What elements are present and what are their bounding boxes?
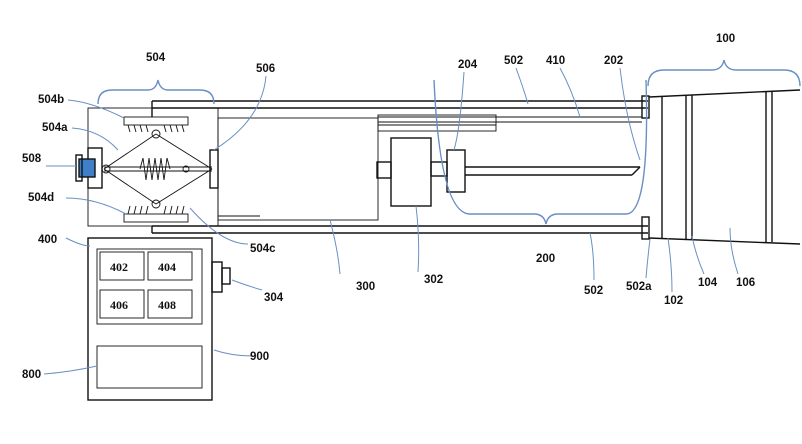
label-302: 302 <box>424 274 443 286</box>
label-400: 400 <box>38 234 57 246</box>
outer-tube-502 <box>151 95 650 240</box>
label-506: 506 <box>256 63 275 75</box>
label-104: 104 <box>698 277 718 289</box>
label-504c: 504c <box>250 243 276 255</box>
label-504d: 504d <box>28 192 54 204</box>
label-100: 100 <box>716 33 735 45</box>
actuator-508 <box>78 158 96 178</box>
label-502-top: 502 <box>504 55 523 67</box>
label-504: 504 <box>146 52 166 64</box>
scissor-mechanism-504 <box>87 107 219 227</box>
cell-406: 406 <box>110 298 128 312</box>
label-102: 102 <box>664 295 683 307</box>
rail-410 <box>377 114 642 132</box>
label-410: 410 <box>546 55 565 67</box>
control-box-900 <box>87 237 231 401</box>
label-508: 508 <box>22 153 42 165</box>
label-504a: 504a <box>42 122 68 134</box>
limb-100 <box>648 89 801 245</box>
label-300: 300 <box>356 281 375 293</box>
drive-unit-302 <box>376 137 641 207</box>
label-204: 204 <box>458 59 478 71</box>
brace-100 <box>647 59 801 87</box>
label-800: 800 <box>22 369 41 381</box>
label-502a: 502a <box>626 281 652 293</box>
label-304: 304 <box>264 292 284 304</box>
cell-404: 404 <box>158 260 176 274</box>
carriage-300 <box>217 117 379 221</box>
label-900: 900 <box>250 351 269 363</box>
cell-402: 402 <box>110 260 128 274</box>
brace-200 <box>433 79 648 225</box>
label-106: 106 <box>736 277 755 289</box>
brace-504 <box>97 79 215 105</box>
label-202: 202 <box>604 55 623 67</box>
label-200: 200 <box>536 253 555 265</box>
cell-408: 408 <box>158 298 176 312</box>
leader-lines <box>43 67 739 375</box>
label-504b: 504b <box>38 94 64 106</box>
label-502-bottom: 502 <box>584 285 603 297</box>
